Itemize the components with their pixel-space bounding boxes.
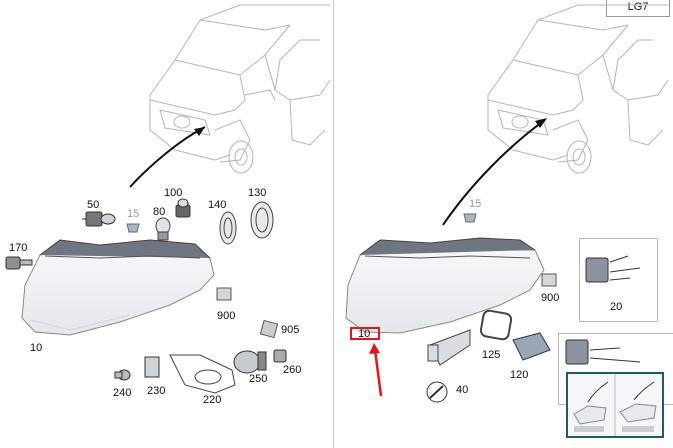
bulb-80 [155, 217, 171, 241]
callout-125[interactable]: 125 [482, 349, 501, 361]
callout-130[interactable]: 130 [248, 187, 267, 199]
callout-905[interactable]: 905 [281, 324, 300, 336]
callout-15[interactable]: 15 [127, 208, 140, 220]
headlamp-right [345, 237, 545, 334]
cap-15-right [463, 213, 477, 223]
callout-900-left[interactable]: 900 [217, 310, 236, 322]
callout-220[interactable]: 220 [203, 394, 222, 406]
cap-140 [219, 211, 237, 245]
module-right-box [565, 339, 641, 365]
red-arrow [373, 349, 383, 397]
van-right [487, 4, 669, 174]
callout-20[interactable]: 20 [610, 301, 623, 313]
callout-230[interactable]: 230 [147, 385, 166, 397]
cap-130 [250, 201, 274, 239]
subassembly-box-20 [579, 238, 658, 322]
callout-170[interactable]: 170 [9, 242, 28, 254]
callout-120[interactable]: 120 [510, 369, 529, 381]
van-left [149, 4, 331, 174]
clip-900-left [216, 287, 232, 301]
bracket-905 [259, 319, 279, 339]
clip-900-right [541, 273, 557, 287]
bulb-50 [82, 211, 116, 227]
foglamp-250 [233, 350, 267, 374]
bulb-100 [175, 198, 191, 218]
panel-divider [333, 0, 334, 448]
screw-240 [114, 369, 131, 381]
group-code-label: LG7 [606, 0, 670, 17]
bolt-170 [5, 256, 33, 270]
callout-50[interactable]: 50 [87, 199, 100, 211]
callout-100[interactable]: 100 [164, 187, 183, 199]
trim-220 [169, 354, 236, 394]
callout-10-left[interactable]: 10 [30, 342, 43, 354]
bracket-40 [427, 329, 471, 366]
nut-230 [144, 356, 160, 378]
callout-260[interactable]: 260 [283, 364, 302, 376]
callout-250[interactable]: 250 [249, 373, 268, 385]
cap-15 [126, 223, 140, 233]
callout-15-right[interactable]: 15 [469, 198, 482, 210]
callout-900-right[interactable]: 900 [541, 292, 560, 304]
arrow-right [442, 119, 546, 226]
module-20 [585, 255, 641, 283]
thumbnail-preview[interactable] [566, 372, 664, 438]
seal-125 [479, 309, 513, 341]
headlamp-left [21, 239, 215, 336]
highlight-box-10 [350, 327, 380, 340]
callout-10-right[interactable]: 10 [358, 328, 371, 340]
module-120 [512, 332, 551, 361]
callout-140[interactable]: 140 [208, 199, 227, 211]
bulb-260 [273, 349, 287, 363]
callout-40[interactable]: 40 [456, 384, 469, 396]
arrow-left [129, 126, 206, 188]
thumbnail-art [573, 374, 657, 436]
wrench-icon-40 [426, 381, 448, 403]
callout-240[interactable]: 240 [113, 387, 132, 399]
callout-80[interactable]: 80 [153, 206, 166, 218]
